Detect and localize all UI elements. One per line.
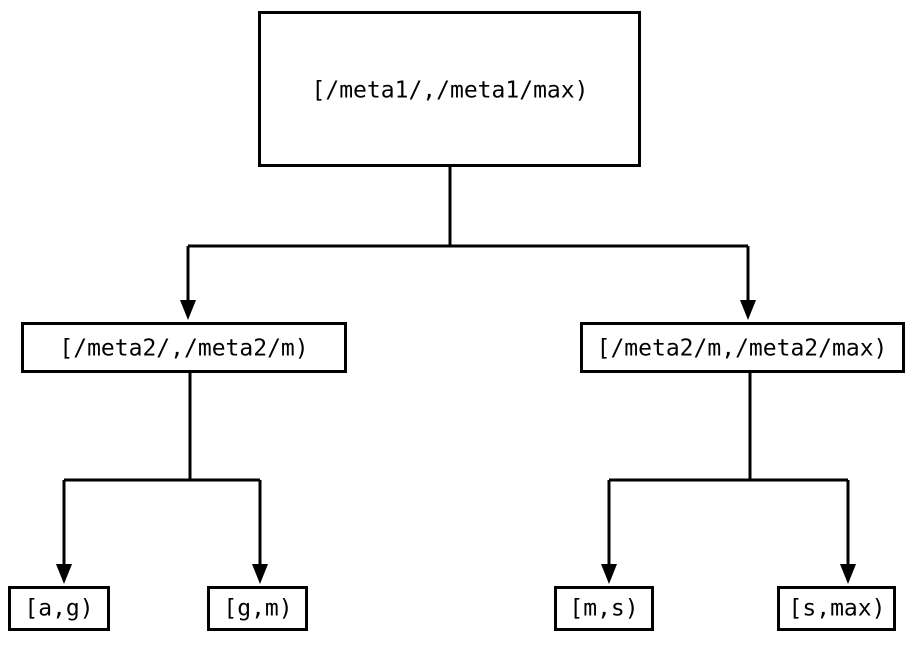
node-leaf-a-g[interactable]: [a,g) xyxy=(8,586,110,631)
node-root-box xyxy=(258,11,641,167)
node-leaf-m-s-box xyxy=(554,586,654,631)
node-mid-right-box xyxy=(580,322,905,373)
node-mid-left-label: [/meta2/,/meta2/m) xyxy=(59,336,308,362)
node-leaf-a-g-label: [a,g) xyxy=(24,596,93,622)
arrowhead-leaf2-icon xyxy=(252,564,268,584)
node-leaf-a-g-box xyxy=(8,586,110,631)
node-root-label: [/meta1/,/meta1/max) xyxy=(312,78,589,104)
node-mid-left[interactable]: [/meta2/,/meta2/m) xyxy=(21,322,347,373)
node-leaf-g-m[interactable]: [g,m) xyxy=(207,586,308,631)
node-leaf-s-max-label: [s,max) xyxy=(789,596,886,622)
node-leaf-m-s-label: [m,s) xyxy=(569,596,638,622)
arrowhead-leaf4-icon xyxy=(840,564,856,584)
arrowhead-mid-left-icon xyxy=(180,300,196,320)
node-mid-right[interactable]: [/meta2/m,/meta2/max) xyxy=(580,322,905,373)
node-mid-right-label: [/meta2/m,/meta2/max) xyxy=(597,336,888,362)
node-leaf-g-m-label: [g,m) xyxy=(223,596,292,622)
edge-group-midleft-to-leaves xyxy=(56,373,268,584)
node-mid-left-box xyxy=(21,322,347,373)
edge-group-midright-to-leaves xyxy=(601,373,856,584)
node-leaf-s-max[interactable]: [s,max) xyxy=(777,586,896,631)
node-leaf-g-m-box xyxy=(207,586,308,631)
arrowhead-leaf1-icon xyxy=(56,564,72,584)
node-root[interactable]: [/meta1/,/meta1/max) xyxy=(258,11,641,167)
node-leaf-s-max-box xyxy=(777,586,896,631)
edge-group-root-to-mid xyxy=(180,167,756,320)
arrowhead-mid-right-icon xyxy=(740,300,756,320)
arrowhead-leaf3-icon xyxy=(601,564,617,584)
node-leaf-m-s[interactable]: [m,s) xyxy=(554,586,654,631)
